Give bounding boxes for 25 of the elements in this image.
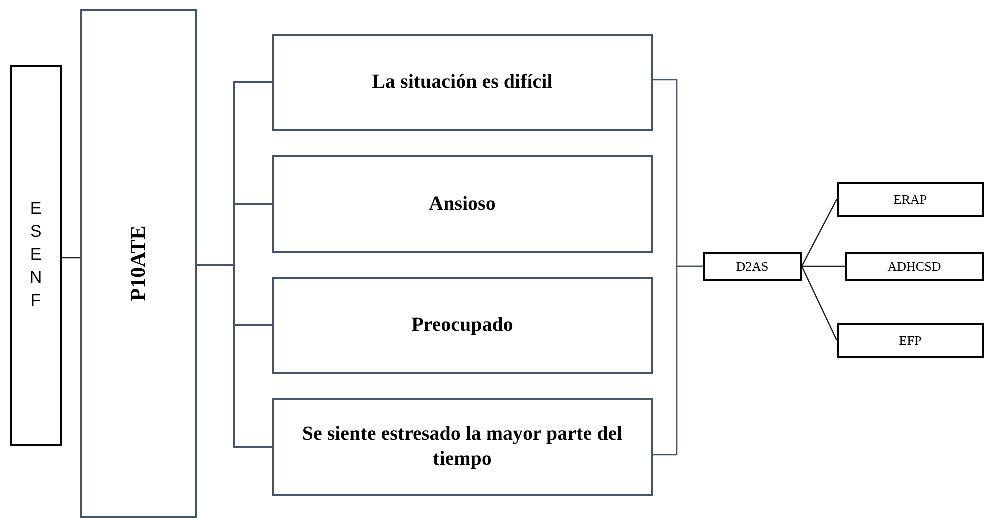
box-label: ERAP bbox=[894, 192, 928, 208]
box-label: La situación es difícil bbox=[371, 70, 554, 95]
box-label: ADHCSD bbox=[888, 258, 942, 274]
rotated-label: P10ATE bbox=[126, 226, 151, 302]
process-box bbox=[837, 323, 984, 358]
box-label: D2AS bbox=[736, 258, 769, 274]
connector-line bbox=[801, 199, 838, 267]
label-box bbox=[10, 65, 62, 446]
box-label: Preocupado bbox=[410, 313, 514, 338]
process-box bbox=[272, 155, 653, 253]
vertical-label: ESENF bbox=[28, 198, 44, 312]
process-box bbox=[80, 9, 197, 518]
connector-line bbox=[653, 266, 703, 456]
box-label: Ansioso bbox=[428, 192, 497, 216]
process-box bbox=[272, 277, 653, 374]
process-box bbox=[272, 34, 653, 131]
process-box bbox=[272, 398, 653, 496]
connector-line bbox=[802, 266, 845, 268]
connector-line bbox=[801, 266, 838, 341]
box-label: EFP bbox=[899, 332, 922, 348]
connector-line bbox=[62, 257, 80, 259]
box-label: Se siente estresado la mayor parte del tiempo bbox=[301, 422, 624, 472]
process-box bbox=[845, 252, 984, 281]
process-box bbox=[837, 182, 984, 217]
process-box bbox=[703, 252, 802, 281]
